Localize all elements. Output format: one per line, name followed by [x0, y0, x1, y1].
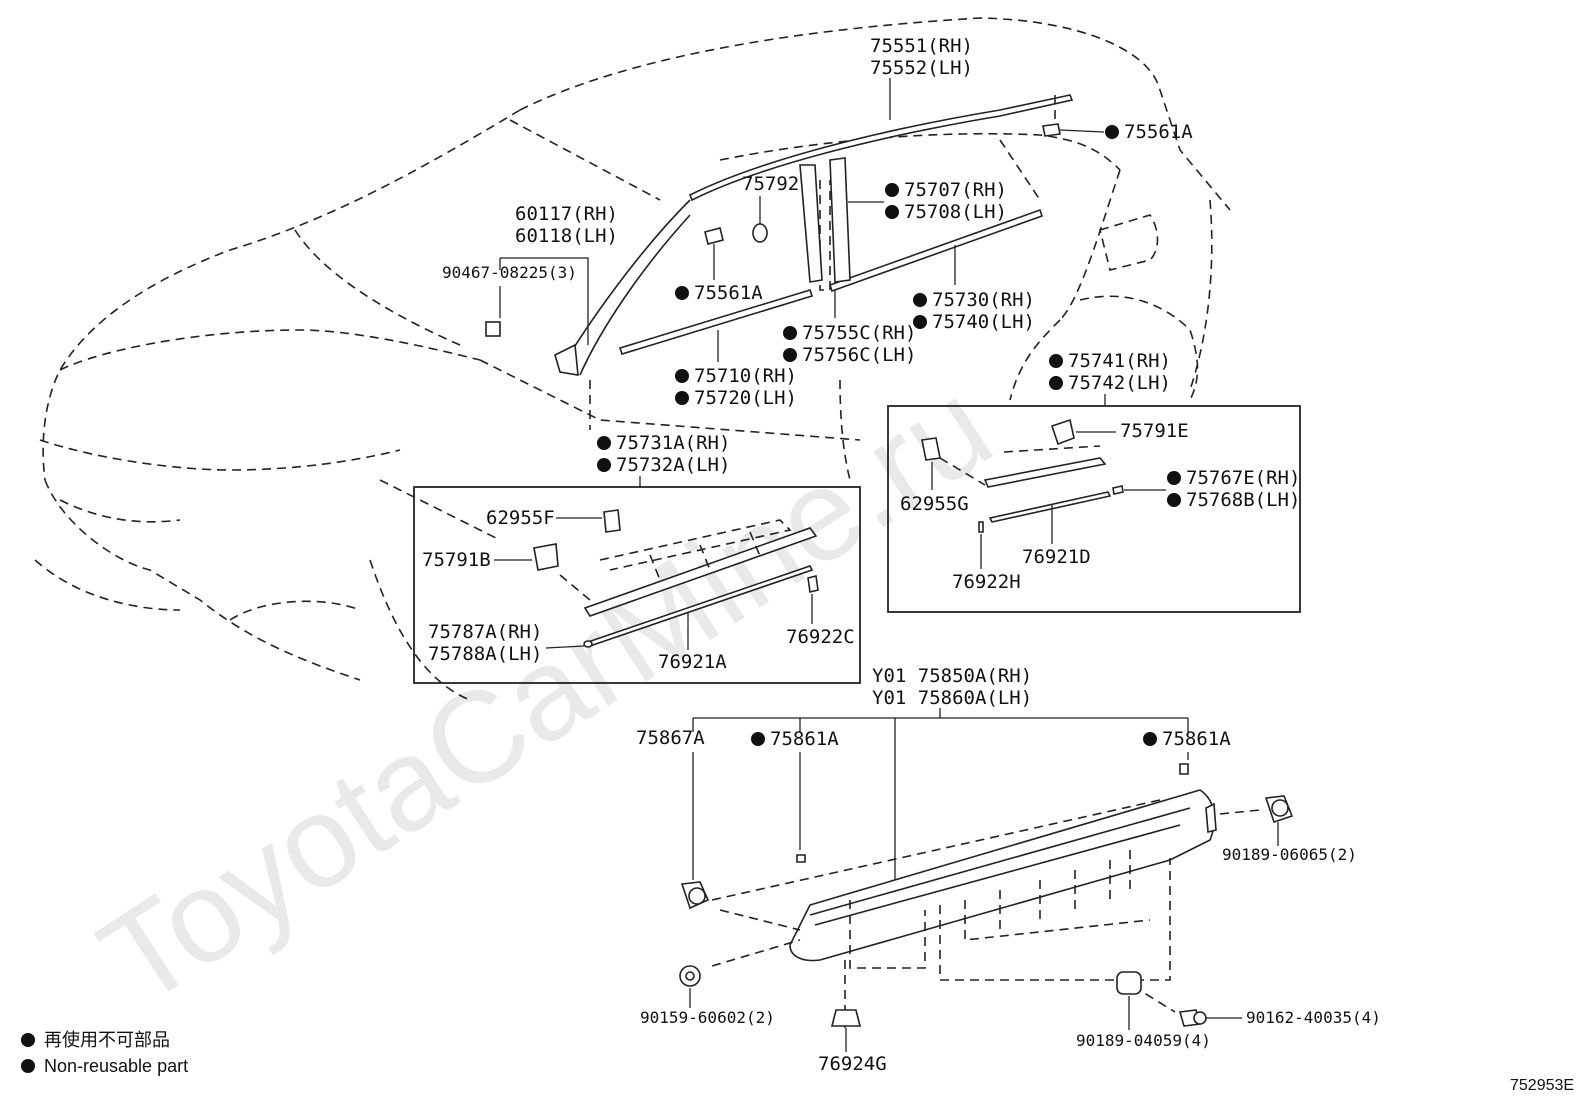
- label-75850A: Y01 75850A(RH): [872, 665, 1032, 687]
- non-reusable-marker: [1167, 493, 1181, 507]
- non-reusable-marker: [1049, 354, 1063, 368]
- inset-front-arch: [413, 486, 861, 684]
- front-door-belt-molding: [618, 289, 814, 355]
- label-75861A-left: 75861A: [770, 728, 839, 750]
- non-reusable-marker: [675, 286, 689, 300]
- pillar-garnish: [799, 157, 851, 283]
- label-62955G: 62955G: [900, 493, 969, 515]
- non-reusable-marker: [1105, 125, 1119, 139]
- clip-90189-06065-shape: [1264, 795, 1294, 824]
- label-76922C: 76922C: [786, 626, 855, 648]
- label-75730: 75730(RH): [932, 289, 1035, 311]
- label-75742: 75742(LH): [1068, 372, 1171, 394]
- nut-76924G-shape: [830, 1009, 862, 1027]
- label-75740: 75740(LH): [932, 311, 1035, 333]
- non-reusable-marker: [597, 436, 611, 450]
- inset-rear-arch: [887, 405, 1301, 613]
- label-75792: 75792: [742, 173, 799, 195]
- non-reusable-marker: [1049, 376, 1063, 390]
- label-76924G: 76924G: [818, 1053, 887, 1075]
- non-reusable-marker: [675, 369, 689, 383]
- label-76921D: 76921D: [1022, 546, 1091, 568]
- label-75710: 75710(RH): [694, 365, 797, 387]
- non-reusable-marker: [1167, 471, 1181, 485]
- label-75768B: 75768B(LH): [1186, 489, 1300, 511]
- label-76922H: 76922H: [952, 571, 1021, 593]
- label-75755C: 75755C(RH): [802, 322, 916, 344]
- non-reusable-marker: [885, 205, 899, 219]
- label-90189-06065: 90189-06065(2): [1222, 845, 1357, 864]
- label-75767E: 75767E(RH): [1186, 467, 1300, 489]
- label-75788A: 75788A(LH): [428, 643, 542, 665]
- diagram-code: 752953E: [1510, 1077, 1574, 1094]
- non-reusable-marker: [751, 732, 765, 746]
- legend-marker-jp: [21, 1033, 35, 1047]
- label-75756C: 75756C(LH): [802, 344, 916, 366]
- label-75867A: 75867A: [636, 727, 705, 749]
- legend-marker-en: [21, 1059, 35, 1073]
- label-75791E: 75791E: [1120, 420, 1189, 442]
- bolt-90467-shape: [485, 321, 501, 337]
- label-75707: 75707(RH): [904, 179, 1007, 201]
- clip-75561A-mid-shape: [704, 227, 724, 245]
- label-75787A: 75787A(RH): [428, 621, 542, 643]
- label-62955F: 62955F: [486, 507, 555, 529]
- non-reusable-marker: [597, 458, 611, 472]
- label-90159: 90159-60602(2): [640, 1008, 775, 1027]
- non-reusable-marker: [913, 293, 927, 307]
- label-75720: 75720(LH): [694, 387, 797, 409]
- clip-75792-shape: [752, 223, 768, 243]
- clip-75561A-top-shape: [1042, 123, 1061, 137]
- label-75791B: 75791B: [422, 549, 491, 571]
- legend-en: Non-reusable part: [44, 1056, 188, 1076]
- screw-90162-shape: [1178, 1009, 1207, 1027]
- label-75741: 75741(RH): [1068, 350, 1171, 372]
- rocker-dashed-guides: [711, 799, 1261, 1028]
- label-75731A: 75731A(RH): [616, 432, 730, 454]
- label-75561A-mid: 75561A: [694, 282, 763, 304]
- clip-90189-04059-shape: [1116, 971, 1142, 995]
- label-60117: 60117(RH): [515, 203, 618, 225]
- non-reusable-marker: [675, 391, 689, 405]
- vehicle-outline: [34, 17, 1231, 701]
- label-60118: 60118(LH): [515, 225, 618, 247]
- rocker-panel: [789, 763, 1217, 962]
- label-75708: 75708(LH): [904, 201, 1007, 223]
- label-75561A-top: 75561A: [1124, 121, 1193, 143]
- clip-75867A-shape: [680, 881, 710, 910]
- label-90162: 90162-40035(4): [1246, 1008, 1381, 1027]
- label-75552: 75552(LH): [870, 57, 973, 79]
- non-reusable-marker: [913, 315, 927, 329]
- label-75861A-right: 75861A: [1162, 728, 1231, 750]
- legend-jp: 再使用不可部品: [44, 1030, 170, 1050]
- garnish-60117-shape: [554, 343, 579, 376]
- label-90189-04059: 90189-04059(4): [1076, 1031, 1211, 1050]
- non-reusable-marker: [783, 348, 797, 362]
- screw-90159-shape: [679, 965, 701, 987]
- roof-molding-75551: [688, 94, 1074, 202]
- label-76921A: 76921A: [658, 651, 727, 673]
- label-90467: 90467-08225(3): [442, 263, 577, 282]
- non-reusable-marker: [783, 326, 797, 340]
- label-75551: 75551(RH): [870, 35, 973, 57]
- rear-door-belt-molding: [828, 208, 1044, 293]
- label-75860A: Y01 75860A(LH): [872, 687, 1032, 709]
- label-75732A: 75732A(LH): [616, 454, 730, 476]
- non-reusable-marker: [885, 183, 899, 197]
- non-reusable-marker: [1143, 732, 1157, 746]
